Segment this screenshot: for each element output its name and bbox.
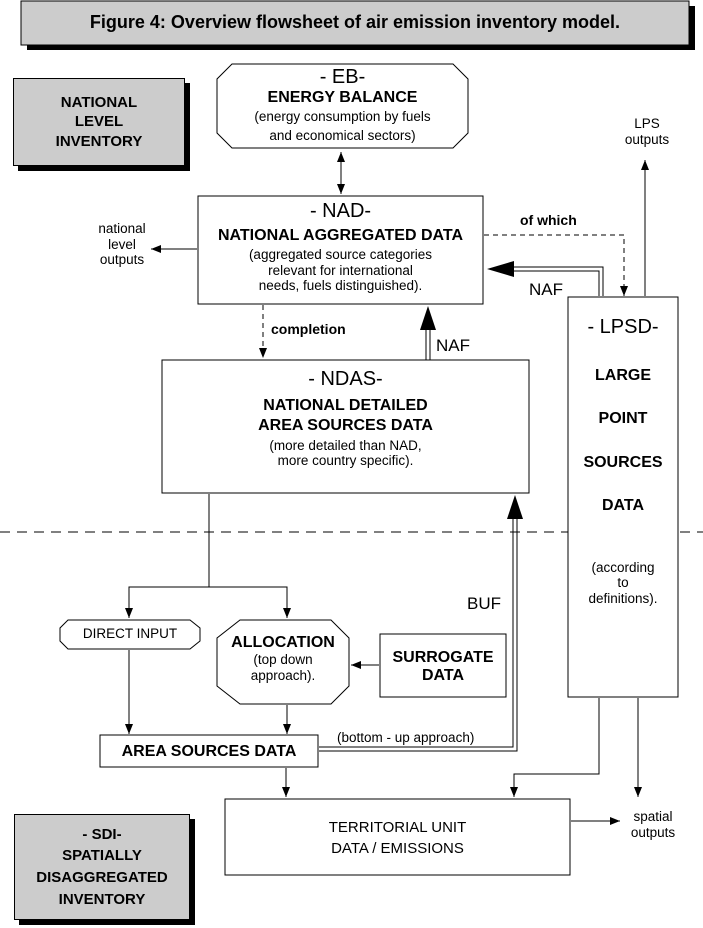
surrogate-node[interactable]: SURROGATE DATA: [380, 649, 506, 686]
nad-desc: relevant for international: [268, 262, 413, 278]
ndas-name: NATIONAL DETAILED: [263, 397, 428, 414]
allocation-name: ALLOCATION: [231, 634, 335, 651]
nad-node-shape: [197, 195, 484, 305]
lpsd-name: POINT: [598, 410, 648, 428]
territorial-node[interactable]: TERRITORIAL UNIT DATA / EMISSIONS: [225, 819, 570, 858]
spatial-outputs: spatial outputs: [618, 809, 688, 840]
allocation-desc: approach).: [250, 667, 316, 683]
output-line: outputs: [630, 824, 676, 840]
edge-split-direct-input: [125, 586, 209, 618]
ndas-name: AREA SOURCES DATA: [258, 417, 433, 435]
ndas-desc: more country specific).: [277, 453, 414, 469]
output-line: outputs: [99, 252, 145, 268]
eb-desc: and economical sectors): [269, 127, 416, 143]
lpsd-desc: (according: [591, 559, 655, 575]
lpsd-code: - LPSD-: [587, 316, 659, 338]
allocation-desc: (top down: [253, 652, 313, 668]
output-line: national: [98, 221, 146, 236]
direct-input-node-shape: [59, 619, 201, 650]
lpsd-desc: definitions).: [588, 590, 658, 606]
edge-area-ndas-buf-arrowhead: [507, 495, 523, 519]
ndas-desc: (more detailed than NAD,: [269, 437, 422, 453]
edge-lpsd-nad-naf-arrowhead: [487, 261, 514, 277]
territorial-node-shape: [224, 798, 571, 876]
lpsd-node[interactable]: - LPSD- LARGE POINT SOURCES DATA (accord…: [568, 316, 678, 606]
zone-spatial-line: SPATIALLY: [62, 847, 142, 865]
ndas-node[interactable]: - NDAS- NATIONAL DETAILED AREA SOURCES D…: [162, 368, 529, 469]
edge-lpsd-nad-naf-b: [500, 266, 604, 296]
edge-label-naf-lpsd: NAF: [529, 280, 563, 299]
territorial-name: DATA / EMISSIONS: [331, 840, 464, 858]
edge-lpsd-territorial: [510, 698, 600, 797]
surrogate-name: SURROGATE: [392, 649, 494, 666]
zone-national-line: LEVEL: [74, 113, 124, 131]
lpsd-node-shape: [567, 296, 679, 698]
zone-spatial-code: - SDI-: [82, 825, 122, 843]
edge-label-bottom-up: (bottom - up approach): [337, 730, 475, 745]
zone-spatial-line: INVENTORY: [58, 890, 146, 908]
nad-node[interactable]: - NAD- NATIONAL AGGREGATED DATA (aggrega…: [198, 200, 483, 294]
surrogate-name: DATA: [421, 667, 465, 685]
edge-label-completion: completion: [271, 321, 346, 337]
nad-desc: needs, fuels distinguished).: [258, 278, 423, 294]
eb-code: - EB-: [319, 66, 366, 88]
output-line: LPS: [634, 116, 660, 131]
area-sources-node-shape: [99, 734, 319, 768]
zone-national-line: INVENTORY: [55, 132, 143, 150]
lps-outputs: LPS outputs: [612, 116, 682, 147]
lpsd-desc: to: [617, 575, 629, 591]
output-line: level: [108, 236, 136, 252]
edge-label-naf-ndas: NAF: [436, 336, 470, 355]
edge-area-ndas-buf-a: [319, 516, 514, 748]
eb-node-shape: [216, 63, 469, 149]
lpsd-name: SOURCES: [583, 453, 663, 471]
edge-nad-lpsd-of-which: [484, 234, 628, 296]
edge-split-allocation: [209, 586, 291, 618]
output-line: spatial: [633, 809, 673, 824]
eb-name: ENERGY BALANCE: [267, 89, 418, 106]
eb-desc: (energy consumption by fuels: [254, 109, 431, 125]
national-level-outputs: national level outputs: [82, 221, 162, 268]
lpsd-name: DATA: [601, 497, 645, 515]
eb-node[interactable]: - EB- ENERGY BALANCE (energy consumption…: [217, 66, 468, 143]
title-box: [20, 0, 690, 46]
area-sources-node[interactable]: AREA SOURCES DATA: [121, 743, 297, 760]
lpsd-name: LARGE: [595, 367, 651, 384]
edge-label-buf: BUF: [467, 594, 501, 613]
allocation-node-shape: [216, 619, 350, 705]
zone-spatially-disaggregated-inventory: - SDI- SPATIALLY DISAGGREGATED INVENTORY: [14, 814, 190, 920]
edge-label-of-which: of which: [520, 212, 577, 228]
allocation-node[interactable]: ALLOCATION (top down approach).: [217, 634, 349, 683]
territorial-name: TERRITORIAL UNIT: [328, 819, 467, 836]
figure-title: Figure 4: Overview flowsheet of air emis…: [89, 12, 621, 32]
output-line: outputs: [624, 131, 670, 147]
edge-ndas-nad-naf-arrowhead: [420, 306, 436, 330]
nad-code: - NAD-: [309, 200, 372, 222]
ndas-node-shape: [161, 359, 530, 494]
nad-name: NATIONAL AGGREGATED DATA: [217, 227, 464, 244]
nad-desc: (aggregated source categories: [248, 247, 433, 263]
edge-area-ndas-buf-b: [319, 516, 518, 752]
surrogate-node-shape: [379, 633, 507, 698]
zone-spatial-line: DISAGGREGATED: [36, 869, 168, 886]
ndas-code: - NDAS-: [308, 368, 383, 390]
edge-lpsd-nad-naf-a: [500, 270, 600, 296]
zone-national-level-inventory: NATIONAL LEVEL INVENTORY: [13, 78, 185, 166]
direct-input-node[interactable]: DIRECT INPUT: [82, 626, 178, 641]
zone-national-line: NATIONAL: [60, 93, 138, 111]
